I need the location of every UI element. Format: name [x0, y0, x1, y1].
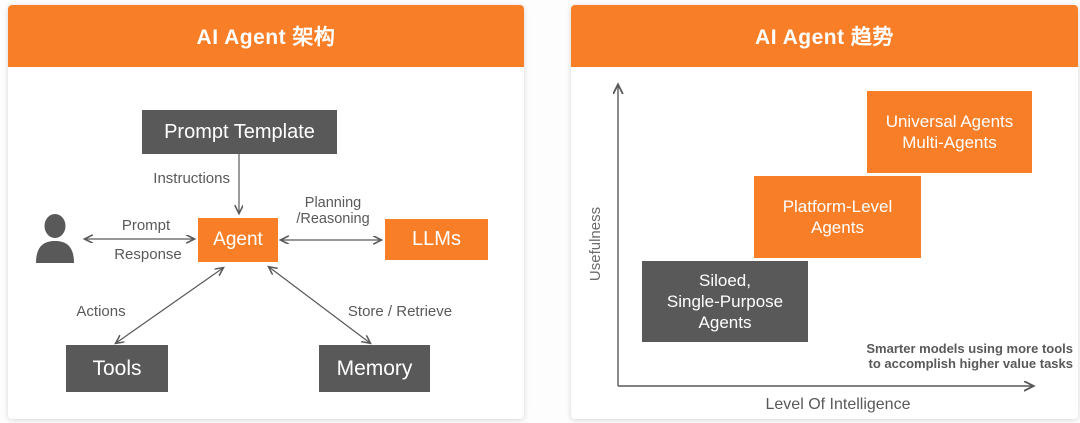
agent-node: Agent — [198, 218, 278, 262]
trend-panel: AI Agent 趋势 Siloed, Single-Purpose Agent… — [571, 5, 1078, 419]
trend-annotation: Smarter models using more tools to accom… — [866, 341, 1073, 371]
store-retrieve-label: Store / Retrieve — [347, 303, 453, 320]
response-label: Response — [114, 246, 182, 263]
x-axis-label: Level Of Intelligence — [765, 396, 911, 413]
instructions-label: Instructions — [153, 170, 230, 187]
prompt-label: Prompt — [121, 217, 171, 234]
tools-node: Tools — [66, 345, 168, 392]
platform-level-agents-box: Platform-Level Agents — [754, 176, 921, 258]
prompt-template-node: Prompt Template — [142, 110, 337, 154]
siloed-agents-box: Siloed, Single-Purpose Agents — [642, 261, 808, 342]
universal-agents-box: Universal Agents Multi-Agents — [867, 91, 1032, 173]
user-icon — [36, 214, 74, 263]
planning-reasoning-label: Planning /Reasoning — [296, 195, 370, 227]
architecture-panel: AI Agent 架构 Prompt Template Agent LLMs T… — [8, 5, 524, 419]
architecture-panel-title: AI Agent 架构 — [8, 5, 524, 67]
y-axis-label: Usefulness — [587, 206, 604, 282]
llms-node: LLMs — [385, 219, 488, 260]
trend-panel-title: AI Agent 趋势 — [571, 5, 1078, 67]
memory-node: Memory — [319, 345, 430, 392]
actions-label: Actions — [76, 303, 126, 320]
